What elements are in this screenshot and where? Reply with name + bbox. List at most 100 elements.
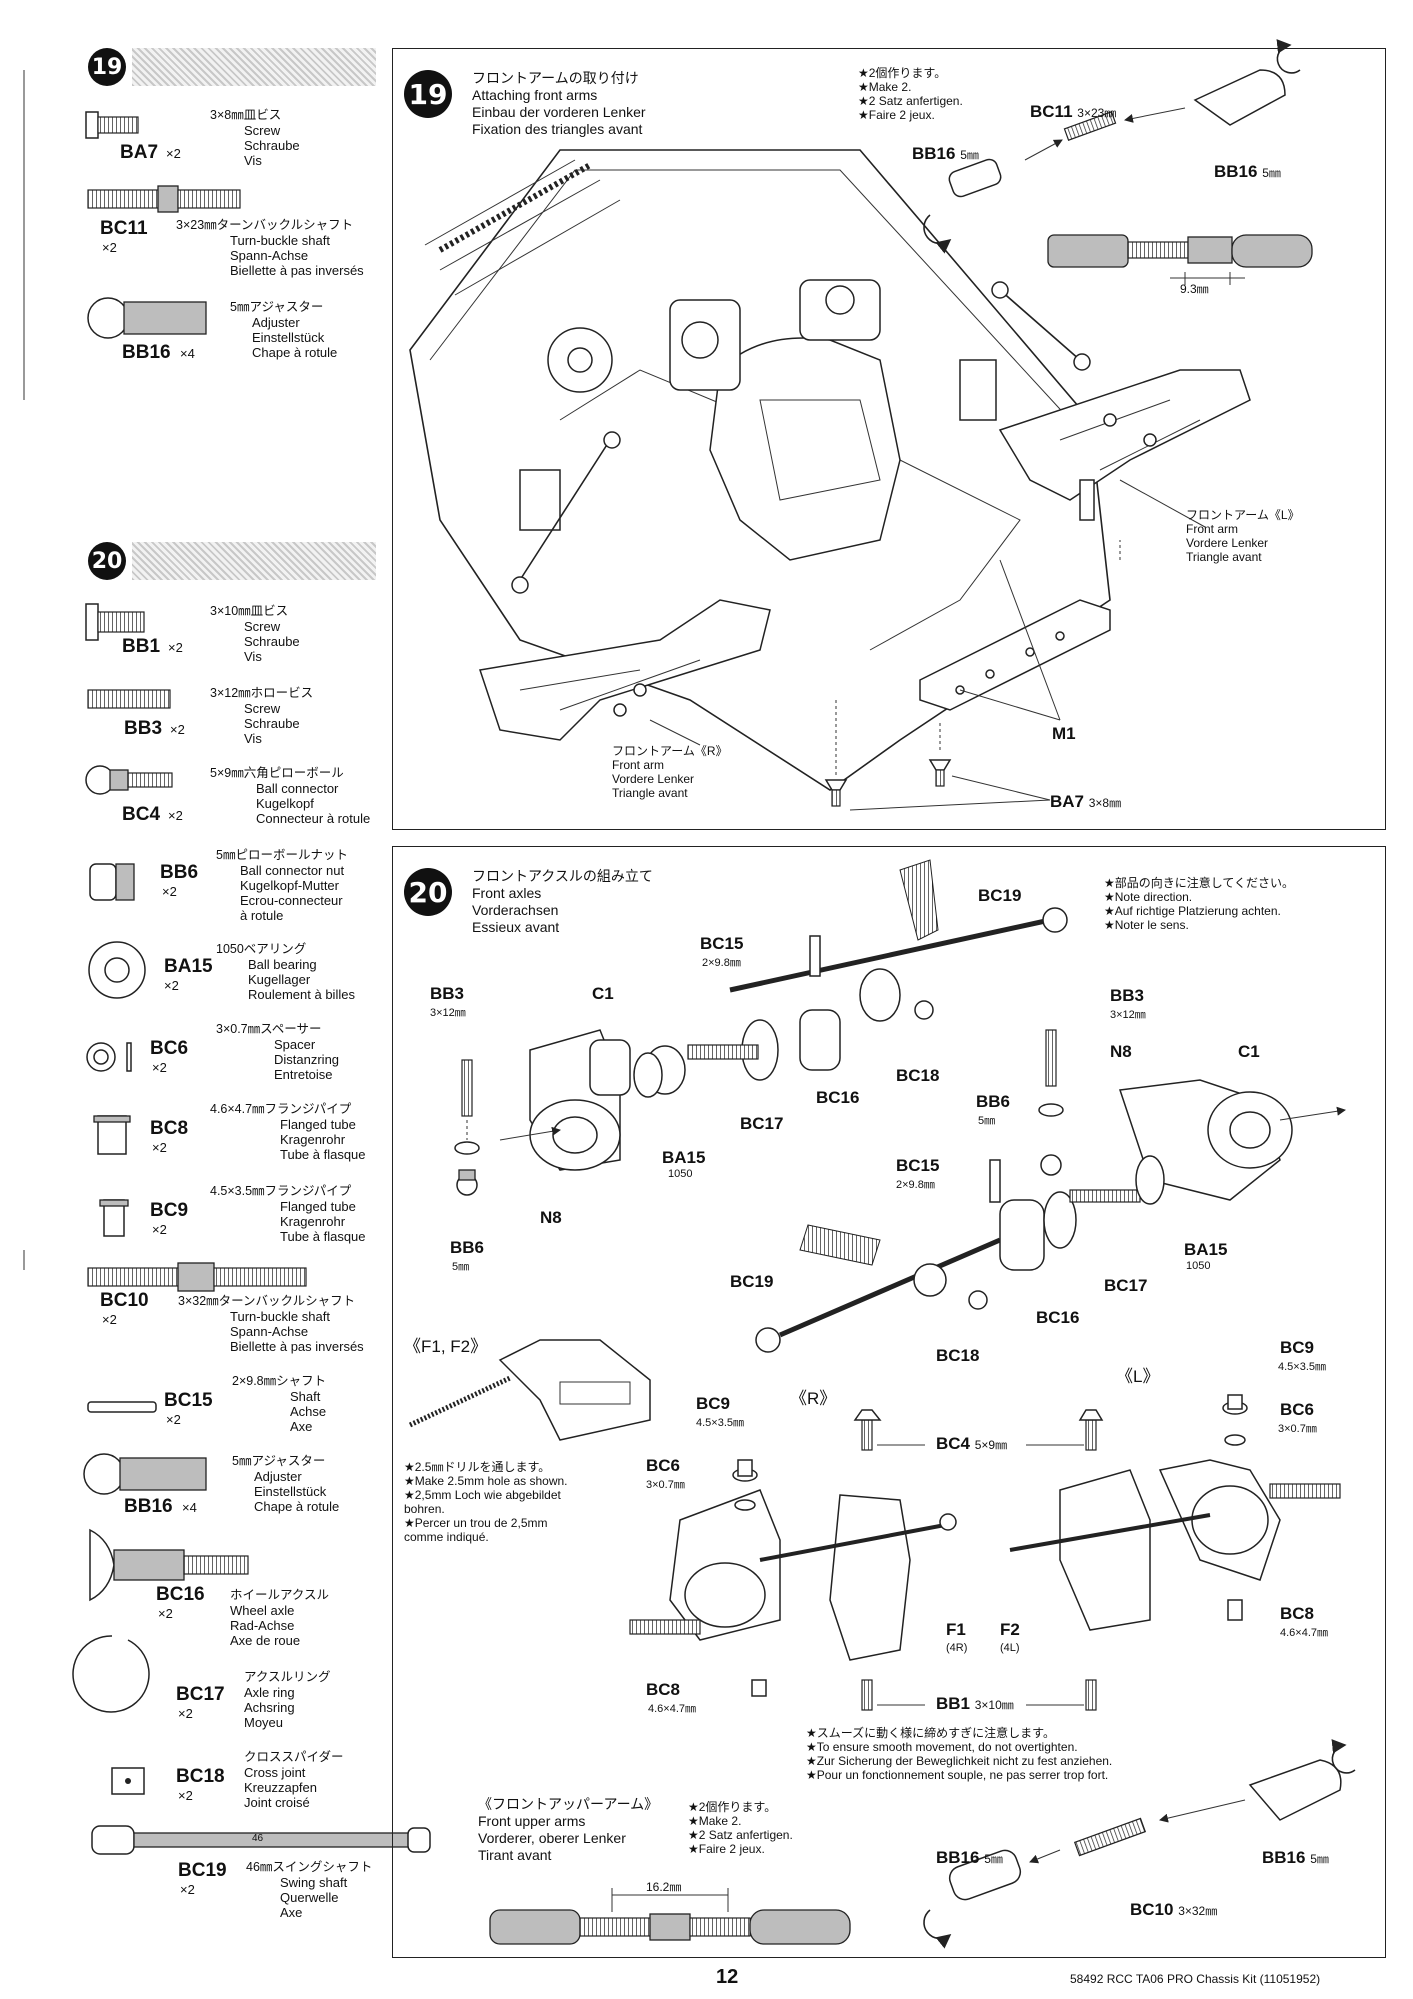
part-code: BC6 bbox=[150, 1038, 189, 1059]
step-19-panel bbox=[392, 48, 1386, 830]
label-bb3-left-size: 3×12㎜ bbox=[430, 1007, 466, 1019]
upper-measure-label: 16.2㎜ bbox=[646, 1880, 682, 1894]
label-bc8-r: BC8 bbox=[646, 1680, 681, 1699]
turnbuckle-icon bbox=[87, 185, 241, 213]
knuckle-l-assembly bbox=[1009, 1394, 1341, 1711]
label-ba15-right: BA15 bbox=[1184, 1240, 1228, 1259]
label-bc10: BC10 3×32㎜ bbox=[1130, 1900, 1218, 1919]
ball-nut-icon bbox=[89, 863, 135, 901]
step-19-badge: 19 bbox=[88, 48, 126, 86]
part-qty: ×2 bbox=[162, 884, 177, 899]
axle-ring-icon bbox=[72, 1635, 150, 1713]
screw-icon bbox=[824, 700, 1051, 811]
step-19-panel-badge: 19 bbox=[404, 70, 452, 118]
step-19-note: ★2個作ります。★Make 2.★2 Satz anfertigen.★Fair… bbox=[858, 66, 963, 122]
label-f2-sub: (4L) bbox=[1000, 1642, 1020, 1654]
part-qty: ×2 bbox=[168, 808, 183, 823]
part-qty: ×2 bbox=[152, 1060, 167, 1075]
adjuster-icon bbox=[83, 1453, 207, 1495]
adjuster-detail bbox=[923, 39, 1301, 254]
step-19-bar bbox=[132, 48, 376, 86]
label-bb6-right-size: 5㎜ bbox=[978, 1115, 996, 1127]
left-tag: 《L》 bbox=[1116, 1367, 1160, 1386]
part-code: BC10 bbox=[100, 1290, 149, 1311]
part-qty: ×2 bbox=[158, 1606, 173, 1621]
drill-bit-icon bbox=[799, 1224, 881, 1266]
label-c1-left: C1 bbox=[592, 984, 614, 1003]
part-qty: ×2 bbox=[102, 240, 117, 255]
ball-connector-icon bbox=[85, 765, 173, 795]
label-bb3-right: BB3 bbox=[1110, 986, 1145, 1005]
step-20-title: フロントアクスルの組み立て Front axles Vorderachsen E… bbox=[472, 868, 653, 935]
drill-note: ★2.5㎜ドリルを通します。★Make 2.5mm hole as shown.… bbox=[404, 1460, 568, 1544]
part-code: BB6 bbox=[160, 862, 199, 883]
label-bc16-top: BC16 bbox=[816, 1088, 860, 1107]
part-code: BC16 bbox=[156, 1584, 205, 1605]
arm-l-leader bbox=[1119, 479, 1206, 528]
m1-leader bbox=[999, 559, 1061, 721]
part-code: BC18 bbox=[176, 1766, 225, 1787]
measure-label: 9.3㎜ bbox=[1180, 282, 1209, 296]
part-qty: ×2 bbox=[164, 978, 179, 993]
label-bb6-right: BB6 bbox=[976, 1092, 1011, 1111]
label-bc17-top: BC17 bbox=[740, 1114, 784, 1133]
cross-joint-icon bbox=[111, 1767, 145, 1795]
label-bc15-top: BC15 bbox=[700, 934, 744, 953]
wheel-axle-icon bbox=[89, 1528, 249, 1602]
front-arm-right bbox=[479, 599, 771, 741]
smooth-note: ★スムーズに動く様に締めすぎに注意します。★To ensure smooth m… bbox=[806, 1726, 1113, 1782]
upper-arm-note: ★2個作ります。★Make 2.★2 Satz anfertigen.★Fair… bbox=[688, 1800, 793, 1856]
part-qty: ×2 bbox=[102, 1312, 117, 1327]
part-code: BB16 bbox=[122, 342, 171, 363]
label-f2: F2 bbox=[1000, 1620, 1020, 1639]
hardware-stack-left bbox=[454, 1059, 480, 1196]
label-bc18-mid: BC18 bbox=[936, 1346, 980, 1365]
step-20-badge: 20 bbox=[88, 542, 126, 580]
label-bc8-l: BC8 bbox=[1280, 1604, 1315, 1623]
screw-icon bbox=[85, 111, 139, 139]
label-bb16-b: BB16 5㎜ bbox=[1262, 1848, 1329, 1867]
part-code: BB1 bbox=[122, 636, 161, 657]
label-bb6-left: BB6 bbox=[450, 1238, 485, 1257]
hollow-screw-icon bbox=[87, 689, 171, 709]
step-19-title: フロントアームの取り付け Attaching front arms Einbau… bbox=[472, 70, 646, 137]
label-bc9-l-size: 4.5×3.5㎜ bbox=[1278, 1361, 1327, 1373]
label-bc15-top-size: 2×9.8㎜ bbox=[702, 957, 741, 969]
label-bc6-r: BC6 bbox=[646, 1456, 681, 1475]
label-bc6-r-size: 3×0.7㎜ bbox=[646, 1479, 685, 1491]
part-qty: ×2 bbox=[180, 1882, 195, 1897]
part-qty: ×2 bbox=[166, 1412, 181, 1427]
step-20-bar bbox=[132, 542, 376, 580]
flanged-tube-icon bbox=[99, 1199, 129, 1237]
label-bc16-mid: BC16 bbox=[1036, 1308, 1080, 1327]
page-number: 12 bbox=[716, 1966, 739, 1988]
step-20-note: ★部品の向きに注意してください。★Note direction.★Auf ric… bbox=[1104, 876, 1295, 932]
part-qty: ×2 bbox=[178, 1788, 193, 1803]
bearing-left bbox=[633, 1052, 663, 1098]
part-qty: ×2 bbox=[152, 1140, 167, 1155]
label-bc4: BC4 5×9㎜ bbox=[936, 1434, 1008, 1453]
bearing-icon bbox=[88, 941, 146, 999]
adjuster-icon bbox=[87, 297, 207, 339]
label-bc11: BC11 3×23㎜ bbox=[1030, 102, 1117, 121]
label-n8-left: N8 bbox=[540, 1208, 562, 1227]
label-f1-sub: (4R) bbox=[946, 1642, 968, 1654]
knuckle-left bbox=[499, 1029, 686, 1171]
upper-arm-detail bbox=[489, 1888, 851, 1945]
label-ba15-left-size: 1050 bbox=[668, 1168, 693, 1180]
kit-reference: 58492 RCC TA06 PRO Chassis Kit (11051952… bbox=[1070, 1972, 1321, 1986]
